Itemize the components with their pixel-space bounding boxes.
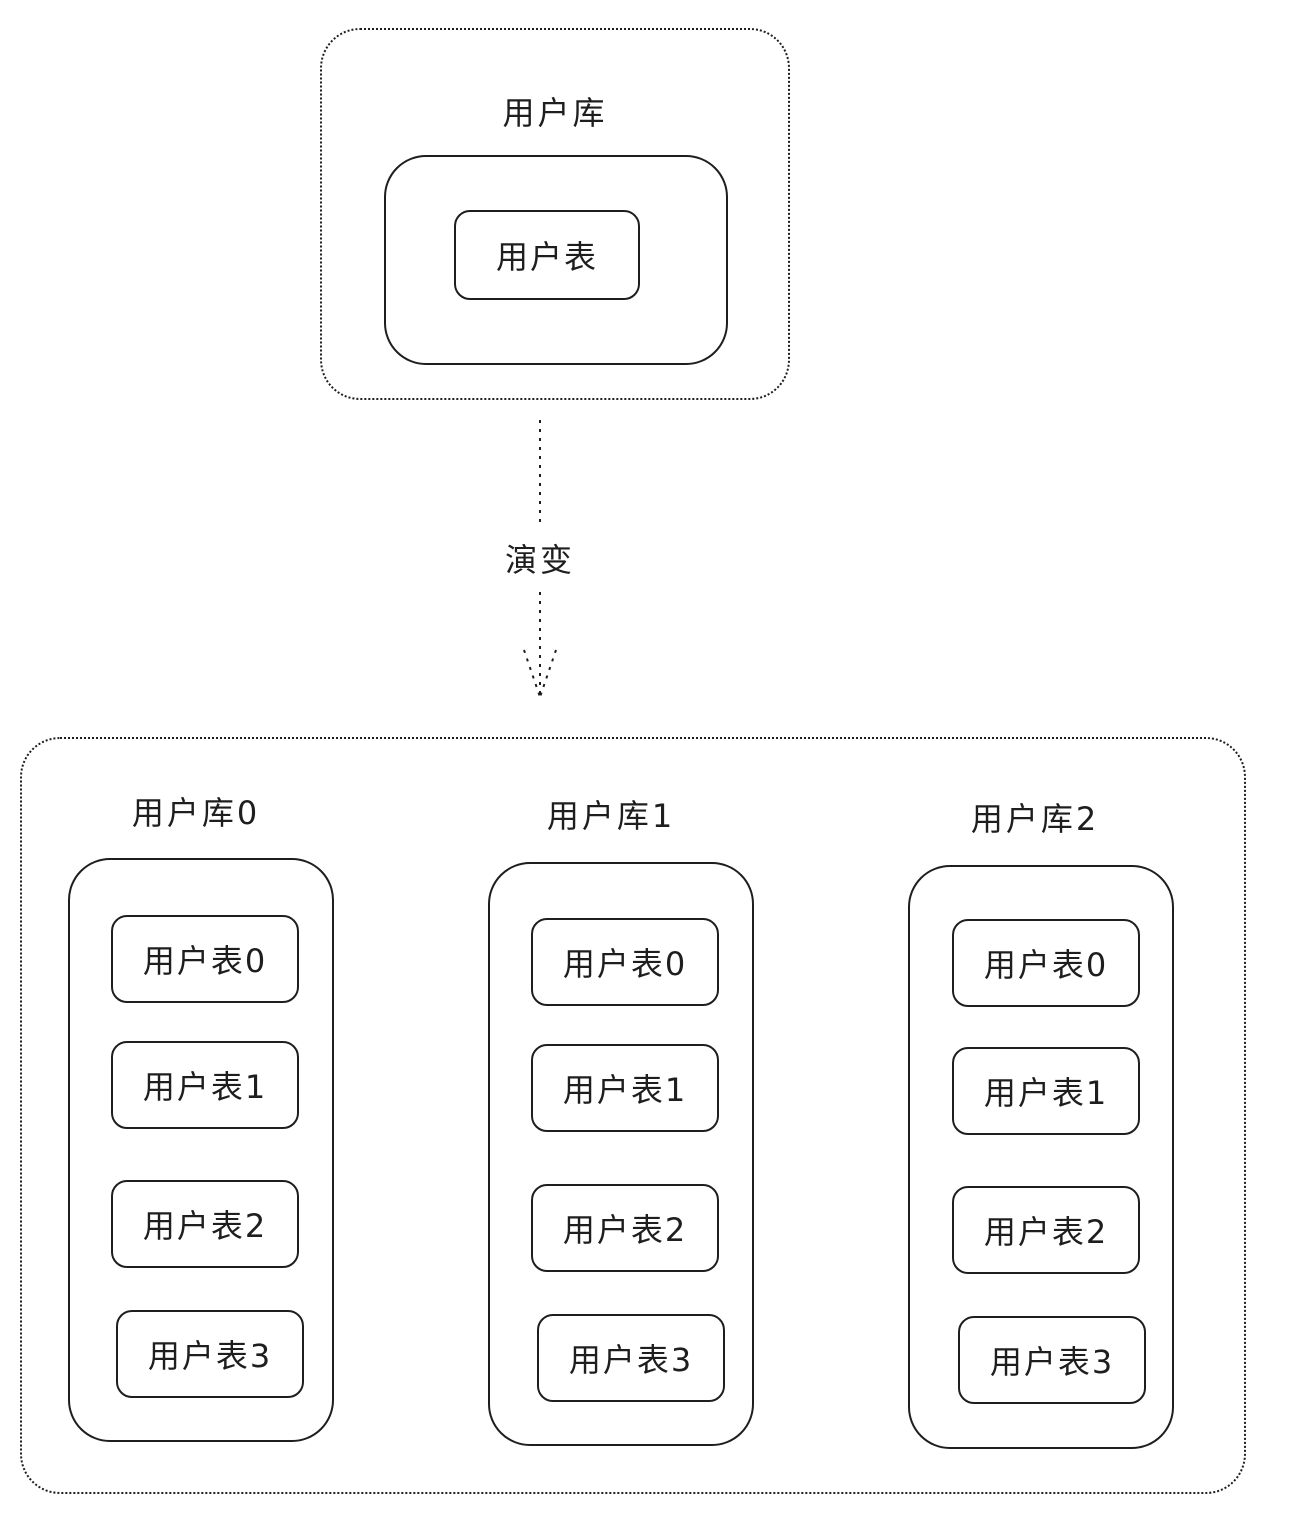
- db1-table-3: 用户表3: [537, 1314, 725, 1402]
- db0-table-0: 用户表0: [111, 915, 299, 1003]
- db0-table-1: 用户表1: [111, 1041, 299, 1129]
- db2-table-2: 用户表2: [952, 1186, 1140, 1274]
- db-label-1: 用户库1: [546, 797, 676, 835]
- db1-table-0: 用户表0: [531, 918, 719, 1006]
- db1-table-1: 用户表1: [531, 1044, 719, 1132]
- before-group-frame: [320, 28, 790, 400]
- db2-table-1: 用户表1: [952, 1047, 1140, 1135]
- db-box-1: [488, 862, 754, 1446]
- after-group-frame: [20, 737, 1246, 1494]
- before-table-box: 用户表: [454, 210, 640, 300]
- db2-table-3: 用户表3: [958, 1316, 1146, 1404]
- db-box-2: [908, 865, 1174, 1449]
- evolution-label: 演变: [505, 540, 576, 580]
- db2-table-0: 用户表0: [952, 919, 1140, 1007]
- before-db-box: [384, 155, 728, 365]
- db0-table-3: 用户表3: [116, 1310, 304, 1398]
- db0-table-2: 用户表2: [111, 1180, 299, 1268]
- db-label-0: 用户库0: [131, 794, 261, 832]
- db-box-0: [68, 858, 334, 1442]
- before-db-label: 用户库: [502, 94, 608, 132]
- db-label-2: 用户库2: [970, 800, 1100, 838]
- db1-table-2: 用户表2: [531, 1184, 719, 1272]
